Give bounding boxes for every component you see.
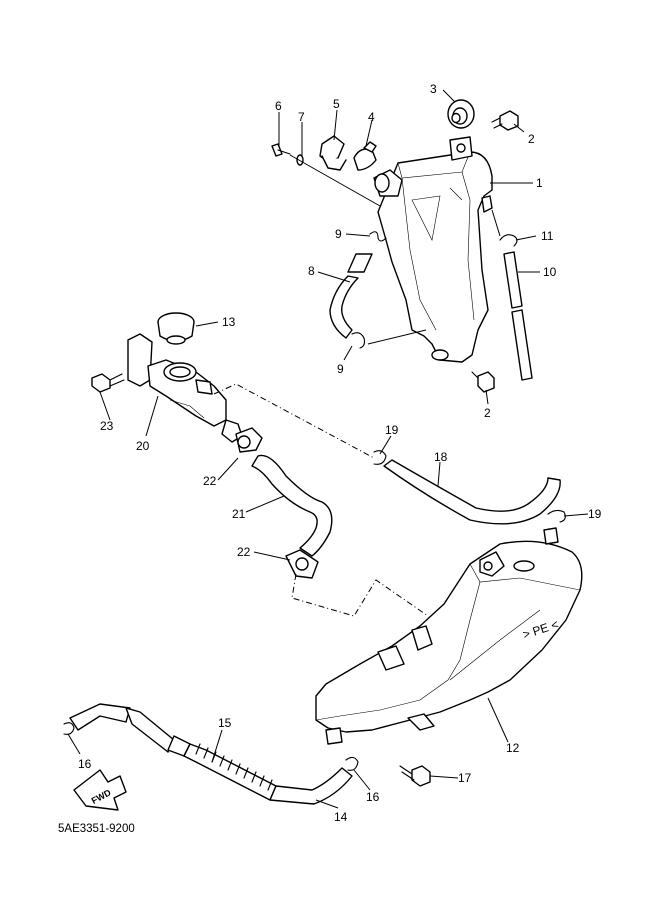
clip-right <box>499 234 518 247</box>
stay-small <box>353 141 377 171</box>
drain-hose <box>69 703 353 805</box>
callout-22-lower: 22 <box>237 545 251 559</box>
bolt-lower-tank <box>399 765 431 787</box>
callout-17: 17 <box>458 771 472 785</box>
callout-21: 21 <box>232 507 246 521</box>
callout-2-lower: 2 <box>484 406 491 420</box>
assembly-axis <box>289 154 381 207</box>
callout-20: 20 <box>136 439 150 453</box>
reservoir-tank-upper <box>377 136 493 363</box>
callout-11: 11 <box>541 229 554 243</box>
callout-7: 7 <box>298 110 305 124</box>
callout-6: 6 <box>275 99 282 113</box>
callout-8: 8 <box>308 264 315 278</box>
overflow-hose <box>503 251 533 381</box>
callout-3: 3 <box>430 82 437 96</box>
callout-5: 5 <box>333 97 340 111</box>
figure-code: 5AE3351-9200 <box>58 823 135 835</box>
hose-clamp-lower <box>285 549 319 579</box>
filler-neck <box>373 169 403 197</box>
screw <box>271 143 291 157</box>
washer <box>296 154 304 166</box>
clip-drain-left <box>63 722 75 735</box>
callout-10: 10 <box>543 265 557 279</box>
callout-16-right: 16 <box>366 790 380 804</box>
bolt-upper <box>491 110 519 131</box>
leader-lines <box>67 89 589 809</box>
callout-23: 23 <box>100 419 114 433</box>
callout-14: 14 <box>334 810 348 824</box>
filler-body <box>127 333 243 443</box>
cap <box>157 312 195 345</box>
hose-upper <box>329 253 373 339</box>
clip-hose-18-left <box>373 450 387 465</box>
dashed-connection-upper <box>213 383 375 459</box>
hose-18 <box>383 459 561 525</box>
tank-to-clip-line <box>491 209 501 237</box>
clip-lower <box>351 332 366 349</box>
dashed-connection-lower <box>291 573 429 617</box>
callout-4: 4 <box>368 110 375 124</box>
callout-15: 15 <box>218 716 232 730</box>
callout-1: 1 <box>536 176 543 190</box>
callout-12: 12 <box>506 741 520 755</box>
callout-numbers: 1 2 2 3 4 5 6 7 8 9 9 10 11 12 13 14 15 … <box>78 82 602 824</box>
callout-9-lower: 9 <box>337 362 344 376</box>
callout-16-left: 16 <box>78 757 92 771</box>
bolt-lower <box>471 371 495 393</box>
callout-18: 18 <box>434 450 448 464</box>
hose-to-tank-line <box>367 329 427 345</box>
clip-drain-right <box>345 756 359 771</box>
callout-22-upper: 22 <box>203 474 217 488</box>
callout-19-upper: 19 <box>385 423 399 437</box>
clip-hose-18-right <box>547 509 566 523</box>
hose-21 <box>251 454 333 557</box>
reservoir-tank-lower <box>315 527 583 745</box>
clip-upper <box>369 231 387 242</box>
callout-2-upper: 2 <box>528 132 535 146</box>
callout-9-upper: 9 <box>335 227 342 241</box>
bracket <box>319 135 347 171</box>
bolt-filler <box>91 373 125 393</box>
callout-13: 13 <box>222 315 236 329</box>
hose-clamp-upper <box>235 427 263 453</box>
callout-19-right: 19 <box>588 507 602 521</box>
fwd-arrow-icon: FWD <box>73 769 127 811</box>
grommet <box>447 99 475 129</box>
